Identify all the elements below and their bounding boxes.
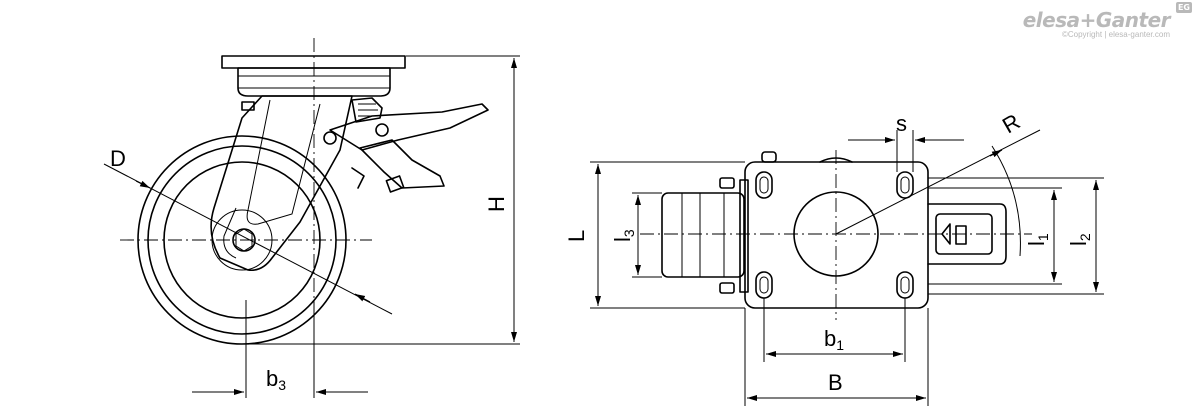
- brake-pivot: [323, 131, 337, 145]
- label-l1: l1: [1024, 233, 1051, 246]
- side-bolt-bottom: [719, 282, 735, 294]
- kingpin-circle: [793, 191, 879, 277]
- slot-hole-bottom-left: [755, 271, 773, 299]
- brake-stop: [385, 175, 405, 193]
- top-view: L l3 s R l1 l2 b1 B: [564, 109, 1104, 406]
- spring-housing: [351, 97, 383, 123]
- fork-side-plate: [739, 179, 749, 293]
- label-l2: l2: [1066, 233, 1093, 246]
- brand-logo: elesa+Ganter ©Copyright | elesa-ganter.c…: [1022, 2, 1192, 39]
- fork-leg: [210, 95, 353, 272]
- side-bolt: [241, 101, 255, 111]
- top-bump: [819, 157, 853, 163]
- brake-shoe: [351, 167, 365, 189]
- brand-badge: EG: [1175, 2, 1192, 13]
- wheel-tread: [137, 135, 347, 345]
- wheel-top-view: [661, 192, 745, 278]
- slot-hole-top-left: [755, 171, 773, 199]
- brand-copyright: ©Copyright | elesa-ganter.com: [1061, 30, 1170, 39]
- side-bolt-top: [719, 177, 735, 189]
- dim-R-arc: [991, 145, 1021, 257]
- brake-pedal: [359, 139, 445, 189]
- label-D: D: [110, 146, 126, 171]
- slot-hole-bottom-right: [896, 271, 914, 299]
- label-s: s: [896, 111, 907, 136]
- label-b1: b1: [824, 326, 844, 353]
- base-plate: [744, 161, 929, 309]
- label-B: B: [828, 370, 843, 395]
- label-L: L: [564, 230, 589, 242]
- side-view: D H b3: [103, 38, 520, 398]
- brake-arrow: [941, 223, 951, 245]
- label-R: R: [998, 109, 1024, 139]
- dim-D-line: [103, 163, 393, 315]
- label-l3: l3: [610, 229, 637, 242]
- brake-pedal-top: [935, 213, 993, 255]
- swivel-bearing: [237, 67, 391, 97]
- brake-pivot-2: [375, 123, 389, 137]
- slot-hole-top-right: [896, 171, 914, 199]
- wheel-tread-inner: [147, 145, 337, 335]
- wheel-rim: [163, 161, 321, 319]
- label-b3: b3: [266, 366, 286, 393]
- top-plate: [221, 55, 406, 69]
- brake-lock: [955, 225, 967, 245]
- label-H: H: [484, 196, 509, 212]
- brand-name: elesa+Ganter: [1022, 8, 1171, 32]
- top-bolt: [761, 151, 777, 163]
- brake-lever: [329, 103, 489, 151]
- brake-top-view: [927, 203, 1007, 265]
- dim-R-line: [835, 129, 1041, 235]
